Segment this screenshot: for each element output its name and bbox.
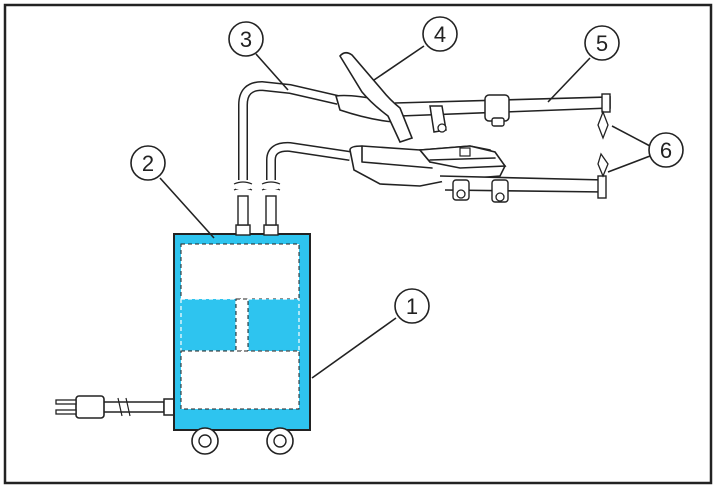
callout-4: 4 xyxy=(422,16,458,52)
lower-panel xyxy=(180,350,300,410)
callout-6: 6 xyxy=(648,132,684,168)
callout-label-1: 1 xyxy=(406,294,418,319)
leader-3 xyxy=(255,53,289,91)
callout-label-3: 3 xyxy=(240,27,252,52)
electrode-tips xyxy=(597,93,611,199)
wheel-right xyxy=(266,427,294,455)
leader-6b xyxy=(607,155,651,173)
leader-6a xyxy=(611,125,651,147)
control-unit xyxy=(173,233,311,455)
center-connector xyxy=(235,298,249,352)
middle-left-panel xyxy=(180,298,237,352)
cable-connectors xyxy=(235,195,279,236)
callout-5: 5 xyxy=(584,25,620,61)
figure-frame xyxy=(3,3,713,485)
wheel-left xyxy=(191,427,219,455)
welding-cables xyxy=(233,80,351,191)
lower-gun-body xyxy=(349,123,606,203)
upper-panel xyxy=(180,243,300,300)
callout-1: 1 xyxy=(394,288,430,324)
leader-5 xyxy=(547,57,591,103)
upper-gun-arm xyxy=(334,94,611,133)
trigger-lever xyxy=(339,51,414,143)
callout-label-2: 2 xyxy=(142,151,154,176)
leader-1 xyxy=(311,317,397,379)
callout-label-6: 6 xyxy=(660,138,672,163)
plug xyxy=(55,395,105,419)
leader-2 xyxy=(159,177,215,239)
callout-2: 2 xyxy=(130,145,166,181)
middle-right-panel xyxy=(247,298,300,352)
callout-label-4: 4 xyxy=(434,22,446,47)
callout-3: 3 xyxy=(228,21,264,57)
leader-4 xyxy=(373,45,425,81)
callout-label-5: 5 xyxy=(596,31,608,56)
leader-lines xyxy=(159,45,651,379)
power-cord xyxy=(55,395,175,419)
